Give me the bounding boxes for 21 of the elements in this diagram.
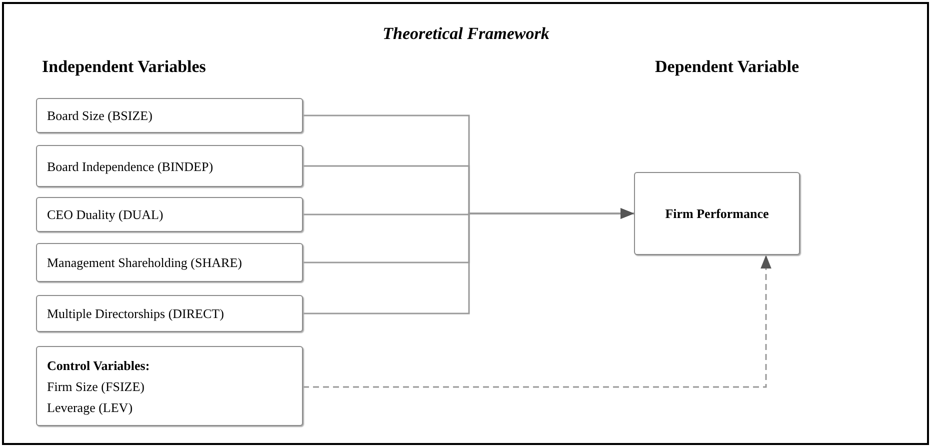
arrow: [303, 208, 634, 314]
variable-label: Firm Performance: [665, 206, 769, 221]
title: Theoretical Framework: [382, 23, 550, 45]
variable-box: [36, 243, 303, 282]
dashed-arrow: [303, 255, 772, 388]
variable-box: [36, 145, 303, 187]
variable-box: [36, 98, 303, 133]
variable-label: Firm Size (FSIZE): [47, 378, 146, 394]
variable-label: Multiple Directorships (DIRECT): [47, 306, 225, 321]
variable-box: [36, 346, 303, 426]
variable-label: CEO Duality (DUAL): [47, 207, 164, 222]
variable-label: Board Independence (BINDEP): [47, 158, 214, 174]
variable-label: Board Size (BSIZE): [47, 108, 154, 123]
variable-label: Leverage (LEV): [47, 400, 134, 414]
group-heading: Control Variables:: [47, 358, 151, 372]
column-heading: Dependent Variable: [655, 56, 800, 78]
variable-label: Management Shareholding (SHARE): [47, 255, 243, 270]
column-heading: Independent Variables: [42, 56, 206, 78]
variable-box: [634, 172, 800, 255]
variable-box: [36, 295, 303, 332]
variable-box: [36, 197, 303, 232]
